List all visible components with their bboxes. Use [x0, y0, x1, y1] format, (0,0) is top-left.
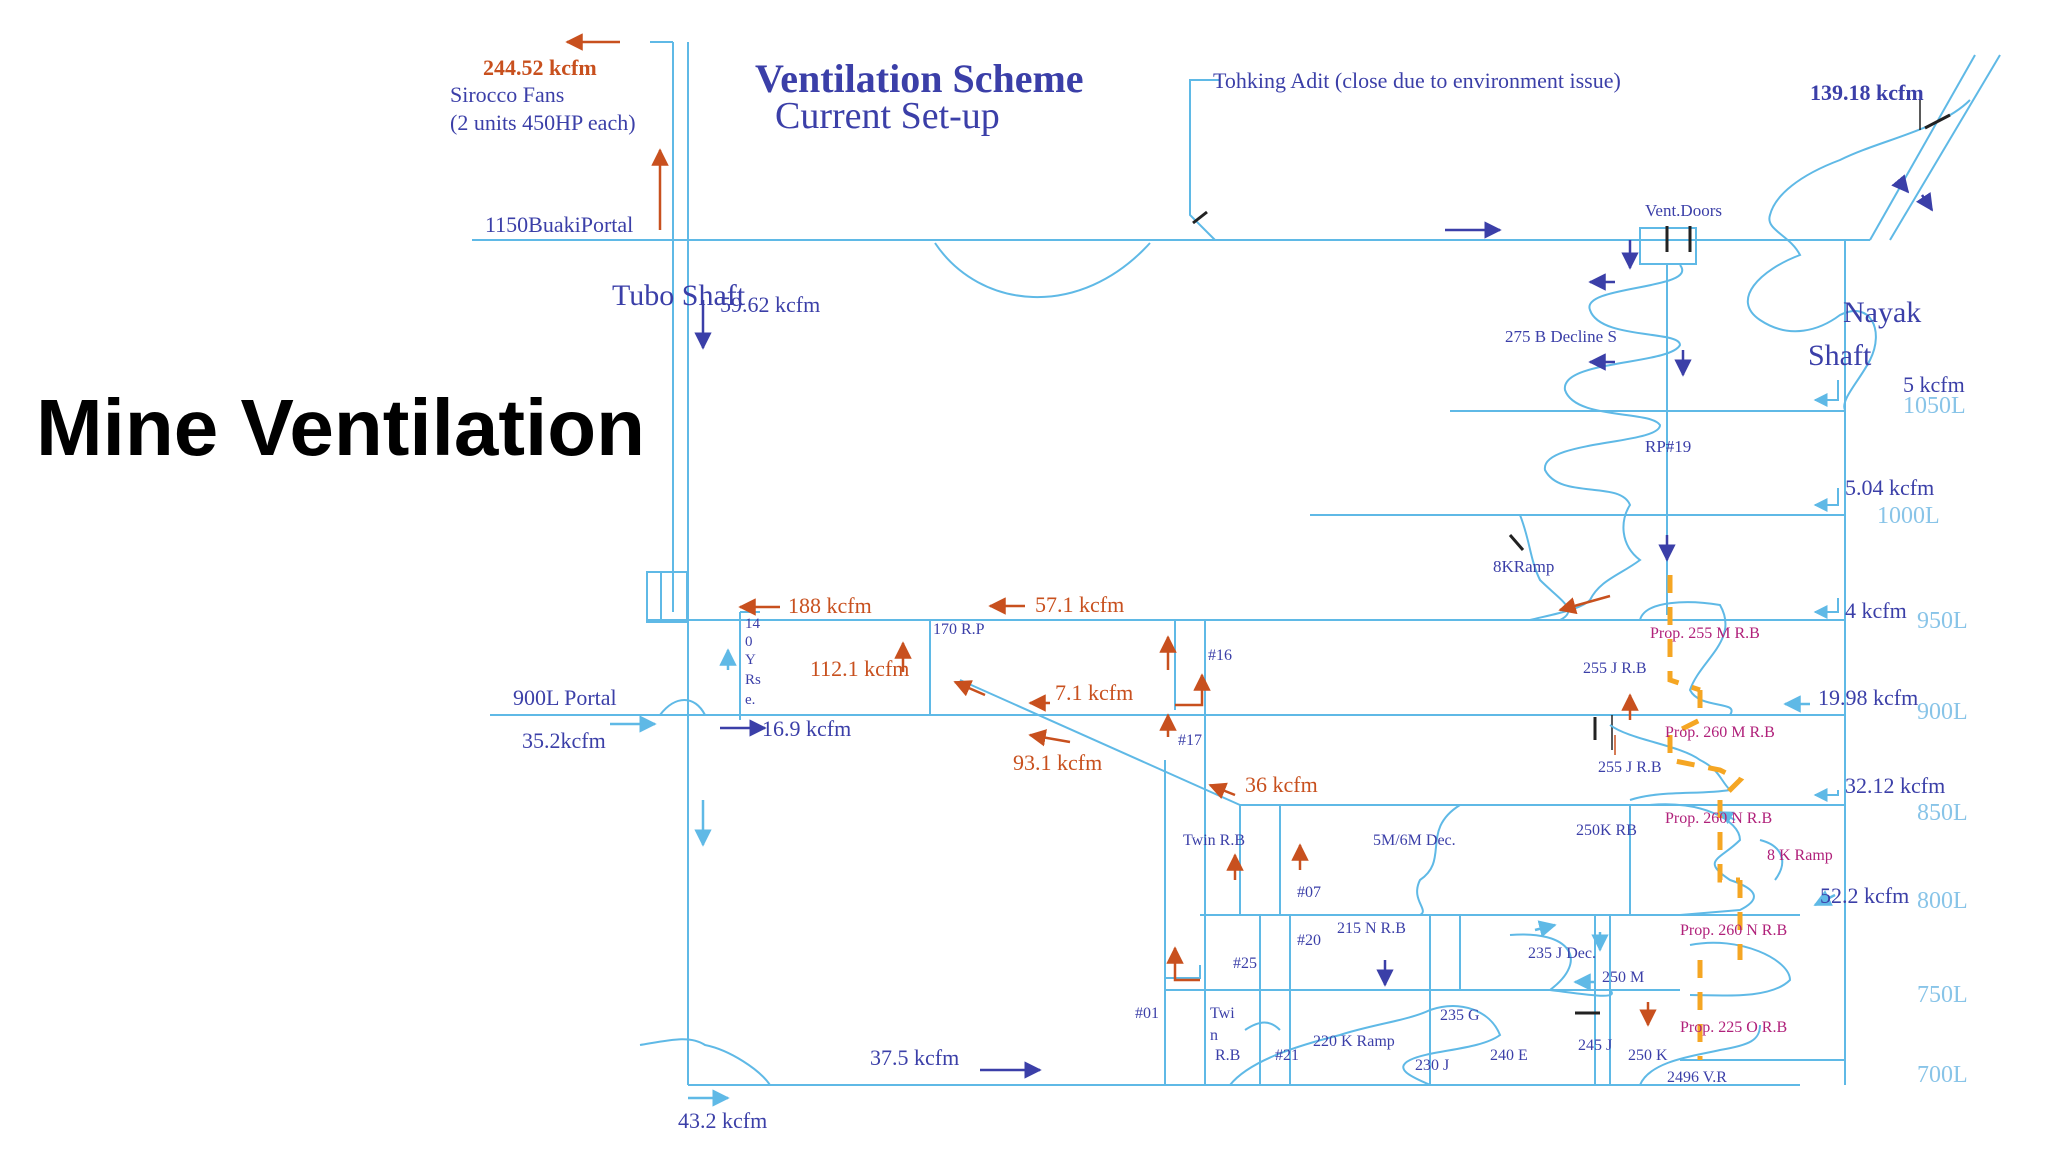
vent-doors-label: Vent.Doors	[1645, 201, 1722, 220]
level-850-label: 850L	[1917, 800, 1968, 826]
rp170-label: 170 R.P	[933, 621, 985, 638]
y140-label-2: 0	[745, 634, 753, 650]
flow-5-label: 5 kcfm	[1903, 372, 1965, 397]
twin-rb-2-label-2: n	[1210, 1027, 1218, 1044]
scheme-title: Ventilation Scheme	[755, 56, 1084, 101]
twin-rb-2-label-1: Twi	[1210, 1005, 1235, 1022]
flow-4-label: 4 kcfm	[1845, 598, 1907, 623]
level-900-label: 900L	[1917, 699, 1968, 725]
n17-label: #17	[1178, 732, 1202, 749]
245j-label: 245 J	[1578, 1037, 1612, 1054]
flow-71-label: 7.1 kcfm	[1055, 680, 1133, 705]
slide-title: Mine Ventilation	[36, 383, 645, 472]
235j-dec-label: 235 J Dec.	[1528, 945, 1596, 962]
flow-504-label: 5.04 kcfm	[1845, 475, 1934, 500]
240e-label: 240 E	[1490, 1047, 1528, 1064]
5m6m-dec-label: 5M/6M Dec.	[1373, 832, 1456, 849]
tubo-flow-label: 59.62 kcfm	[720, 292, 820, 317]
flow-3212-label: 32.12 kcfm	[1845, 773, 1945, 798]
fan-label-1: Sirocco Fans	[450, 82, 564, 107]
level-800-label: 800L	[1917, 888, 1968, 914]
intake-arrows	[694, 174, 1934, 1079]
y140-label-3: Y	[745, 652, 756, 668]
8k-ramp-2-label: 8 K Ramp	[1767, 847, 1833, 864]
flow-1998-label: 19.98 kcfm	[1818, 685, 1918, 710]
250k-label: 250 K	[1628, 1047, 1668, 1064]
level-1050-label: 1050L	[1903, 393, 1966, 419]
twin-rb-label: Twin R.B	[1183, 832, 1245, 849]
flow-931-label: 93.1 kcfm	[1013, 750, 1102, 775]
fan-flow-label: 244.52 kcfm	[483, 55, 597, 80]
tohking-adit-label: Tohking Adit (close due to environment i…	[1213, 68, 1621, 93]
y140-label-5: e.	[745, 692, 755, 708]
nayak-shaft-label-2: Shaft	[1808, 339, 1872, 372]
230j-label: 230 J	[1415, 1057, 1449, 1074]
airway-network	[472, 41, 2001, 1086]
twin-rb-2-label-3: R.B	[1215, 1047, 1240, 1064]
250k-rb-label: 250K RB	[1576, 822, 1637, 839]
n07-label: #07	[1297, 884, 1321, 901]
prop-225o-rb-label: Prop. 225 O R.B	[1680, 1019, 1787, 1036]
n20-label: #20	[1297, 932, 1321, 949]
prop-255m-rb-label: Prop. 255 M R.B	[1650, 625, 1760, 642]
220k-ramp-label: 220 K Ramp	[1313, 1033, 1395, 1050]
portal-900-label: 900L Portal	[513, 685, 617, 710]
255j-rb-label-2: 255 J R.B	[1598, 759, 1662, 776]
rp19-label: RP#19	[1645, 437, 1691, 456]
n01-label: #01	[1135, 1005, 1159, 1022]
n25-label: #25	[1233, 955, 1257, 972]
exhaust-arrows	[565, 33, 1657, 1027]
level-950-label: 950L	[1917, 608, 1968, 634]
prop-260n-rb-label-2: Prop. 260 N R.B	[1680, 922, 1787, 939]
level-intake-arrows	[610, 380, 1839, 1107]
215n-rb-label: 215 N R.B	[1337, 920, 1406, 937]
255j-rb-label-1: 255 J R.B	[1583, 660, 1647, 677]
8kramp-label: 8KRamp	[1493, 557, 1554, 576]
flow-375-label: 37.5 kcfm	[870, 1045, 959, 1070]
250m-label: 250 M	[1602, 969, 1644, 986]
tubo-shaft-label: Tubo Shaft	[612, 279, 746, 312]
level-700-label: 700L	[1917, 1062, 1968, 1088]
decline-275b-label: 275 B Decline S	[1505, 327, 1617, 346]
flow-169-label: 16.9 kcfm	[762, 716, 851, 741]
level-1000-label: 1000L	[1877, 503, 1940, 529]
flow-36-label: 36 kcfm	[1245, 772, 1318, 797]
flow-188-label: 188 kcfm	[788, 593, 872, 618]
shaft-collar	[646, 571, 688, 623]
flow-1121-label: 112.1 kcfm	[810, 656, 909, 681]
prop-260m-rb-label: Prop. 260 M R.B	[1665, 724, 1775, 741]
nayak-shaft-label-1: Nayak	[1843, 296, 1921, 329]
level-750-label: 750L	[1917, 982, 1968, 1008]
n21-label: #21	[1275, 1047, 1299, 1064]
fan-label-2: (2 units 450HP each)	[450, 110, 636, 135]
scheme-subtitle: Current Set-up	[775, 95, 1000, 137]
prop-260n-rb-label-1: Prop. 260 N R.B	[1665, 810, 1772, 827]
235g-label: 235 G	[1440, 1007, 1480, 1024]
buaki-portal-label: 1150BuakiPortal	[485, 212, 633, 237]
2496vr-label: 2496 V.R	[1667, 1069, 1727, 1086]
raise-dashes	[1667, 575, 1745, 1060]
flow-352-label: 35.2kcfm	[522, 728, 606, 753]
flow-432-label: 43.2 kcfm	[678, 1108, 767, 1133]
diagram-labels: Ventilation Scheme Current Set-up 244.52…	[450, 55, 1968, 1133]
flow-522-label: 52.2 kcfm	[1820, 883, 1909, 908]
y140-label-4: Rs	[745, 672, 761, 688]
flow-571-label: 57.1 kcfm	[1035, 592, 1124, 617]
nayak-flow-label: 139.18 kcfm	[1810, 80, 1924, 105]
y140-label-1: 14	[745, 616, 761, 632]
n16-label: #16	[1208, 647, 1232, 664]
